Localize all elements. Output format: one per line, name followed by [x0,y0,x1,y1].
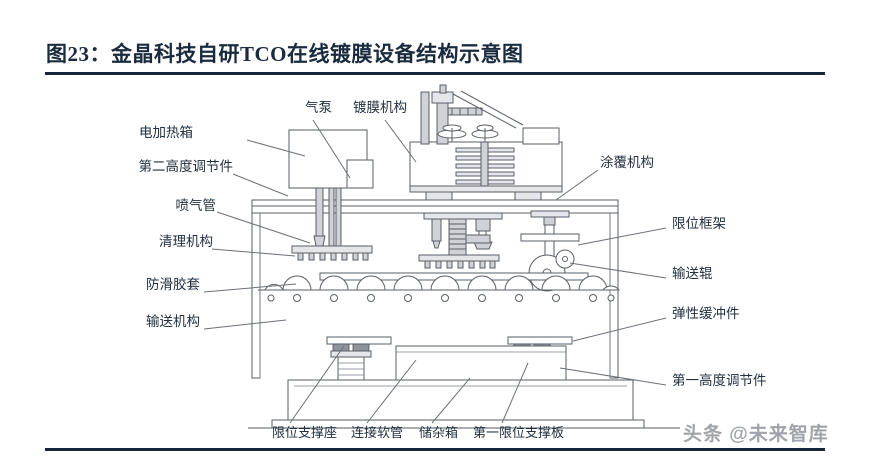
label-elastic-buffer: 弹性缓冲件 [672,306,740,321]
leader-lines [203,119,667,424]
watermark: 头条 @未来智库 [683,424,829,445]
label-gas-spray-pipe: 喷气管 [176,198,217,213]
label-limit-frame: 限位框架 [672,216,726,231]
diagram-container: 气泵 镀膜机构 电加热箱 第二高度调节件 喷气管 清理机构 防滑胶套 输送机构 … [0,78,870,440]
page-title: 图23：金晶科技自研TCO在线镀膜设备结构示意图 [46,42,524,66]
label-cleaning-mechanism: 清理机构 [159,234,213,249]
conveying-rollers [264,275,621,302]
label-group-left: 电加热箱 第二高度调节件 喷气管 清理机构 防滑胶套 输送机构 [139,125,234,329]
waste-storage-box-shape [395,345,567,381]
label-first-limit-support-plate: 第一限位支撑板 [473,425,564,440]
label-first-height-adjuster: 第一高度调节件 [672,372,767,388]
right-limit-support-plate [507,336,573,345]
label-conveying-roller: 输送辊 [672,266,713,281]
label-conveying-mechanism: 输送机构 [146,314,200,329]
label-connecting-hose: 连接软管 [351,425,403,440]
coating-mechanism-assembly [409,84,563,201]
cleaning-mechanism-assembly [291,187,373,261]
label-coating-mechanism: 镀膜机构 [353,99,407,115]
conveying-mechanism-assembly [258,272,621,302]
electric-heating-box-assembly [288,129,374,189]
bottom-divider [45,448,825,451]
coating-head-assembly [418,212,503,269]
pulley-pair [437,124,499,142]
label-electric-heating-box: 电加热箱 [139,125,193,140]
equipment-schematic: 气泵 镀膜机构 电加热箱 第二高度调节件 喷气管 清理机构 防滑胶套 输送机构 … [139,84,767,440]
base-assembly [248,336,680,429]
spray-nozzles [297,252,369,261]
coating-nozzles [424,260,496,269]
label-waste-storage-box: 储杂箱 [419,425,458,440]
left-height-adjuster [337,356,365,384]
air-pump-box [346,159,374,189]
label-air-pump: 气泵 [305,100,332,115]
label-anti-slip-rubber-sleeve: 防滑胶套 [146,276,200,292]
left-limit-support-plate [326,336,392,345]
label-second-height-adjuster: 第二高度调节件 [139,158,234,174]
title-divider [45,72,825,75]
label-group-top: 气泵 镀膜机构 [305,99,407,115]
label-group-bottom: 限位支撑座 连接软管 储杂箱 第一限位支撑板 [272,425,564,440]
label-limit-support-seat: 限位支撑座 [272,425,337,440]
gas-spray-pipe-bar [291,245,373,254]
label-coating-applicator: 涂覆机构 [600,155,654,170]
left-elastic-buffer [330,343,372,358]
label-group-right: 涂覆机构 限位框架 输送辊 弹性缓冲件 第一高度调节件 [600,155,767,388]
